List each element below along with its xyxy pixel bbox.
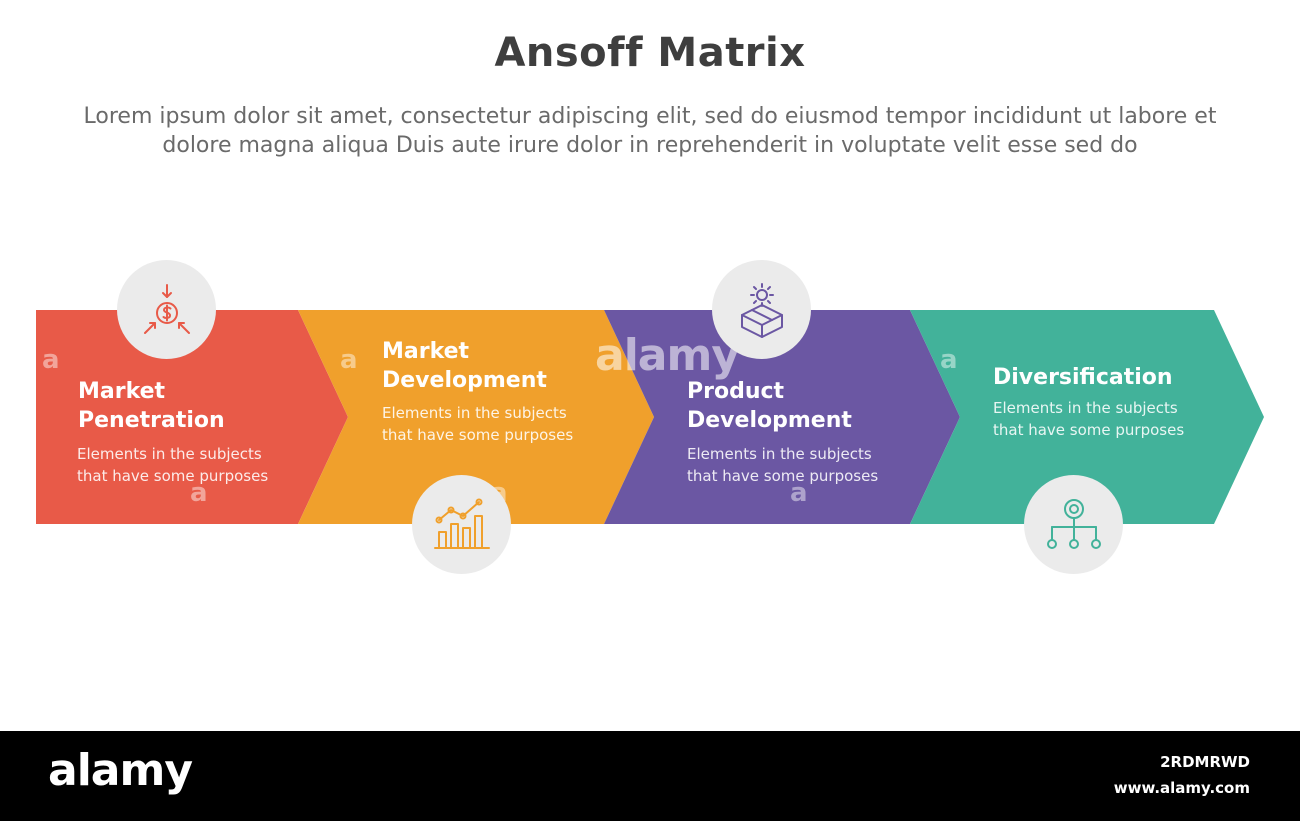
icon-badge-market-penetration xyxy=(117,260,216,359)
step-description-market-development: Elements in the subjects that have some … xyxy=(382,404,574,444)
step-title-market-development: Market Development xyxy=(382,339,547,393)
footer-logo: alamy xyxy=(48,745,193,796)
watermark-letter: a xyxy=(790,478,808,508)
step-description-product-development: Elements in the subjects that have some … xyxy=(687,445,879,485)
step-title-diversification: Diversification xyxy=(993,365,1173,390)
watermark-letter: a xyxy=(42,345,60,375)
icon-badge-diversification xyxy=(1024,475,1123,574)
watermark-letter: a xyxy=(940,345,958,375)
page-title: Ansoff Matrix xyxy=(494,30,806,76)
step-title-product-development: Product Development xyxy=(687,379,852,433)
box-gear-icon xyxy=(740,282,783,338)
arrow-segment-product-development xyxy=(604,310,960,524)
footer-bar: alamy 2RDMRWD www.alamy.com xyxy=(0,731,1300,821)
step-description-market-penetration: Elements in the subjects that have some … xyxy=(77,445,269,485)
page-subtitle: Lorem ipsum dolor sit amet, consectetur … xyxy=(83,104,1217,158)
footer-url[interactable]: www.alamy.com xyxy=(1113,779,1250,797)
dollar-coin-arrows-icon xyxy=(143,283,190,334)
bar-chart-growth-icon xyxy=(433,498,490,549)
arrow-segment-market-penetration xyxy=(36,310,348,524)
step-description-diversification: Elements in the subjects that have some … xyxy=(993,399,1185,439)
watermark-letter: a xyxy=(190,478,208,508)
hierarchy-nodes-icon xyxy=(1046,498,1101,549)
icon-badge-product-development xyxy=(712,260,811,359)
footer-image-id: 2RDMRWD xyxy=(1160,753,1250,771)
step-title-market-penetration: Market Penetration xyxy=(78,379,225,433)
watermark-letter: a xyxy=(340,345,358,375)
arrow-segment-market-development xyxy=(298,310,654,524)
icon-badge-market-development xyxy=(412,475,511,574)
watermark-center: alamy xyxy=(595,330,740,381)
arrow-segment-diversification xyxy=(910,310,1264,524)
